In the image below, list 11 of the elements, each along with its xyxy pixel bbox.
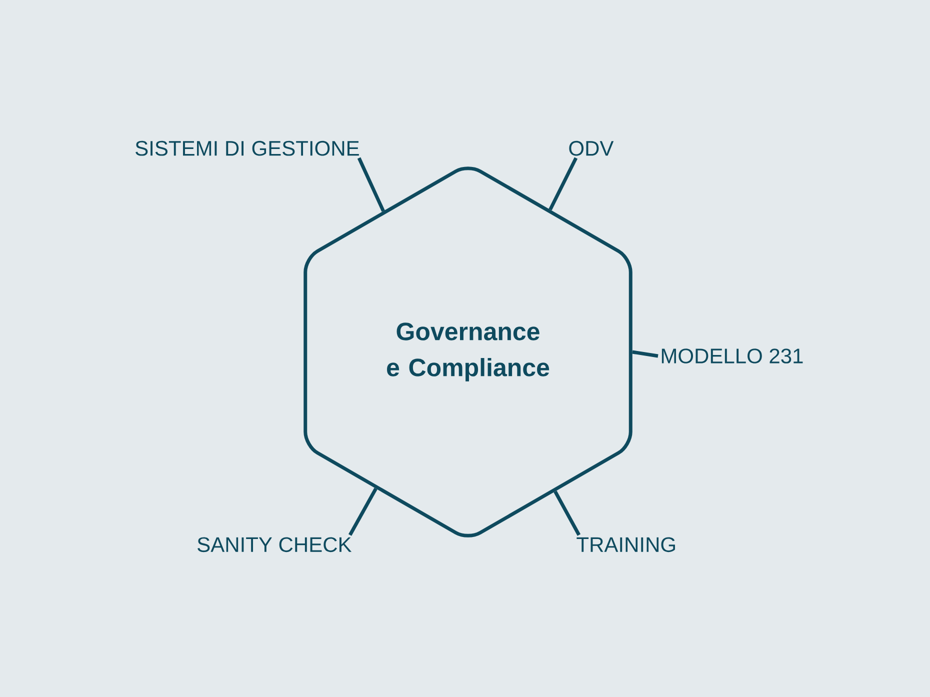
connector-line <box>632 350 658 358</box>
label-text: TRAINING <box>576 537 675 552</box>
connector-line <box>357 157 385 212</box>
hexagon-node: Governance e Compliance <box>304 166 632 538</box>
connector-line <box>548 157 578 210</box>
connector-line <box>348 488 378 536</box>
label-text: SISTEMI DI GESTIONE <box>136 140 359 156</box>
connector-line <box>554 490 581 536</box>
label-text: ODV <box>569 140 614 156</box>
label-text: SANITY CHECK <box>198 537 352 552</box>
label-text: MODELLO 231 <box>662 348 803 364</box>
